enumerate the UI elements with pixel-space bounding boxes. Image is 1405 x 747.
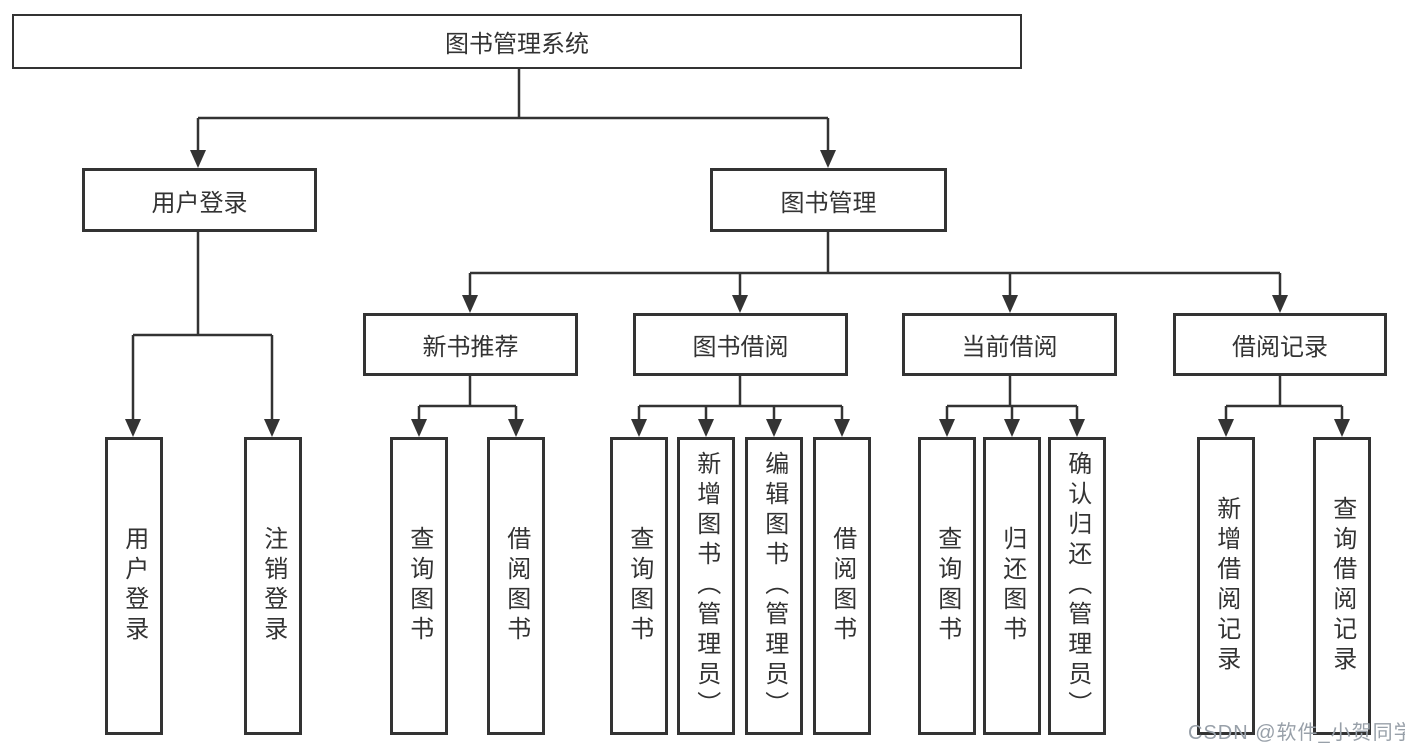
connector-book-management-to-level3 (462, 232, 1288, 313)
node-new-book-recommendation: 新书推荐 (363, 313, 578, 376)
connector-book-borrowing-to-leaves (631, 376, 850, 437)
leaf-logout-login: 注销登录 (244, 437, 302, 735)
leaf-query-borrow-record: 查询借阅记录 (1313, 437, 1371, 735)
node-label: 借阅图书 (502, 526, 530, 646)
leaf-borrow-books-borrowing: 借阅图书 (813, 437, 871, 735)
connector-user-login-to-leaves (125, 232, 280, 437)
node-label: 图书管理 (780, 189, 877, 217)
node-label: 图书管理系统 (445, 31, 589, 58)
node-book-management: 图书管理 (710, 168, 947, 232)
node-label: 查询图书 (405, 526, 433, 646)
node-library-management-system: 图书管理系统 (12, 14, 1022, 69)
node-label: 查询图书 (625, 526, 653, 646)
node-current-borrowing: 当前借阅 (902, 313, 1117, 376)
node-label: 当前借阅 (961, 334, 1058, 361)
leaf-borrow-books-recommend: 借阅图书 (487, 437, 545, 735)
leaf-add-borrow-record: 新增借阅记录 (1197, 437, 1255, 735)
connector-current-borrowing-to-leaves (939, 376, 1085, 437)
node-label: 借阅图书 (828, 526, 856, 646)
leaf-query-books-recommend: 查询图书 (390, 437, 448, 735)
node-borrowing-records: 借阅记录 (1173, 313, 1387, 376)
csdn-watermark: CSDN @软件_小贺同学 (1188, 722, 1405, 744)
leaf-confirm-return-admin: 确认归还（管理员） (1048, 437, 1106, 735)
connector-new-book-recommendation-to-leaves (411, 376, 524, 437)
node-label: 图书借阅 (692, 334, 789, 361)
leaf-add-books-admin: 新增图书（管理员） (677, 437, 735, 735)
node-label: 查询借阅记录 (1328, 496, 1356, 676)
node-label: 借阅记录 (1232, 334, 1328, 361)
node-label: 注销登录 (259, 526, 287, 646)
leaf-query-books-borrowing: 查询图书 (610, 437, 668, 735)
leaf-query-books-current: 查询图书 (918, 437, 976, 735)
node-label: 新书推荐 (422, 334, 519, 361)
node-label: 用户登录 (120, 526, 148, 646)
node-label: 查询图书 (933, 526, 961, 646)
node-user-login: 用户登录 (82, 168, 317, 232)
connector-borrowing-records-to-leaves (1218, 376, 1350, 437)
node-label: 归还图书 (998, 526, 1026, 646)
connector-root-to-level2 (190, 69, 836, 168)
leaf-return-books: 归还图书 (983, 437, 1041, 735)
node-label: 新增借阅记录 (1212, 496, 1240, 676)
leaf-edit-books-admin: 编辑图书（管理员） (745, 437, 803, 735)
node-label: 确认归还（管理员） (1063, 451, 1091, 721)
node-book-borrowing: 图书借阅 (633, 313, 848, 376)
node-label: 新增图书（管理员） (692, 451, 720, 721)
node-label: 编辑图书（管理员） (760, 451, 788, 721)
node-label: 用户登录 (151, 189, 248, 217)
leaf-user-login: 用户登录 (105, 437, 163, 735)
